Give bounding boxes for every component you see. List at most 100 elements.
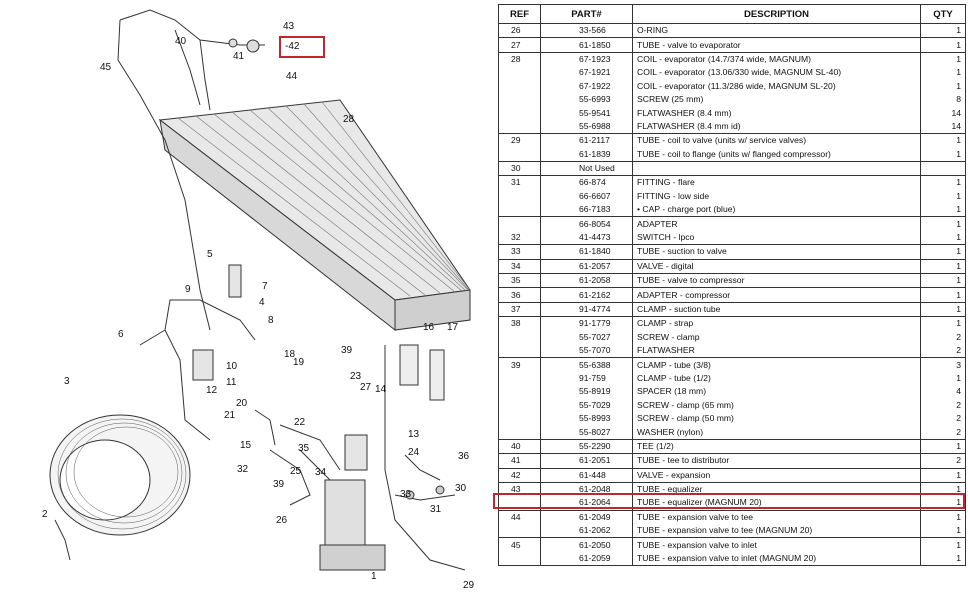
header-part: PART# [540,4,633,24]
cell-qty: 1 [920,66,966,80]
header-qty: QTY [920,4,966,24]
cell-qty [920,160,966,176]
cell-part: 61-2050 [540,537,633,552]
header-description: DESCRIPTION [632,4,921,24]
callout-label: 9 [185,284,191,295]
cell-description: CLAMP - tube (3/8) [632,357,921,372]
cell-ref [498,79,541,93]
cell-part: 66-7183 [540,203,633,217]
cell-part: 55-9541 [540,106,633,120]
callout-label: 3 [64,376,70,387]
callout-label: 25 [290,466,302,477]
cell-part: 67-1923 [540,51,633,67]
callout-label: 43 [283,21,295,32]
callout-label: 11 [226,377,237,388]
callout-label: 15 [240,440,252,451]
cell-qty: 1 [920,147,966,162]
cell-qty: 1 [920,133,966,148]
cell-description: CLAMP - tube (1/2) [632,371,921,386]
cell-description: VALVE - expansion [632,467,921,483]
callout-label: 21 [224,410,236,421]
callout-label: 41 [233,51,245,62]
cell-part: 55-7027 [540,330,633,344]
callout-label: 31 [430,504,442,515]
cell-part: 67-1922 [540,79,633,93]
cell-ref: 27 [498,37,541,53]
cell-part: 91-4774 [540,301,633,317]
cell-description: SPACER (18 mm) [632,385,921,399]
cell-description: COIL - evaporator (11.3/286 wide, MAGNUM… [632,79,921,93]
cell-qty: 1 [920,203,966,217]
cell-qty: 1 [920,22,966,38]
cell-description: TUBE - expansion valve to inlet (MAGNUM … [632,551,921,567]
cell-part: 61-2064 [540,496,633,511]
cell-ref: 26 [498,22,541,38]
cell-qty: 1 [920,316,966,331]
cell-qty: 2 [920,330,966,344]
cell-description: TUBE - expansion valve to tee (MAGNUM 20… [632,524,921,538]
cell-qty: 1 [920,551,966,567]
cell-qty: 8 [920,92,966,107]
callout-label: -42 [285,41,300,52]
cell-ref: 33 [498,244,541,260]
cell-part: 61-2048 [540,481,633,497]
callout-label: 36 [458,451,470,462]
callout-label: 14 [375,384,387,395]
cell-part: 61-1840 [540,244,633,260]
cell-ref [498,385,541,399]
cell-ref [498,119,541,134]
cell-description: TUBE - expansion valve to inlet [632,537,921,552]
cell-qty: 3 [920,357,966,372]
cell-part: 55-6993 [540,92,633,107]
cell-qty: 1 [920,175,966,190]
cell-ref [498,330,541,344]
callout-label: 28 [343,114,355,125]
callout-label: 5 [207,249,213,260]
cell-qty: 1 [920,496,966,511]
cell-ref [498,66,541,80]
callout-label: 35 [298,443,310,454]
cell-part: 61-1850 [540,37,633,53]
cell-part: 91-1779 [540,316,633,331]
callout-label: 10 [226,361,238,372]
cell-qty: 4 [920,385,966,399]
callout-label: 39 [273,479,285,490]
cell-ref [498,411,541,426]
callout-label: 40 [175,36,187,47]
highlight-box-callout-42 [279,36,325,58]
cell-part: 61-448 [540,467,633,483]
cell-description: FLATWASHER (8.4 mm id) [632,119,921,134]
cell-part: 61-2049 [540,509,633,525]
callout-label: 26 [276,515,288,526]
callout-label: 33 [400,489,412,500]
callout-label: 44 [286,71,298,82]
cell-qty: 1 [920,37,966,53]
header-ref: REF [498,4,541,24]
cell-description: COIL - evaporator (13.06/330 wide, MAGNU… [632,66,921,80]
cell-part: 91-759 [540,371,633,386]
cell-part: 55-2290 [540,438,633,454]
cell-qty: 2 [920,425,966,440]
cell-part: 61-2059 [540,551,633,567]
cell-part: 66-6607 [540,189,633,204]
cell-part: 55-7070 [540,343,633,358]
cell-ref: 44 [498,509,541,525]
cell-qty: 1 [920,273,966,288]
cell-description: SCREW - clamp (50 mm) [632,411,921,426]
cell-description: TEE (1/2) [632,438,921,454]
cell-ref [498,189,541,204]
